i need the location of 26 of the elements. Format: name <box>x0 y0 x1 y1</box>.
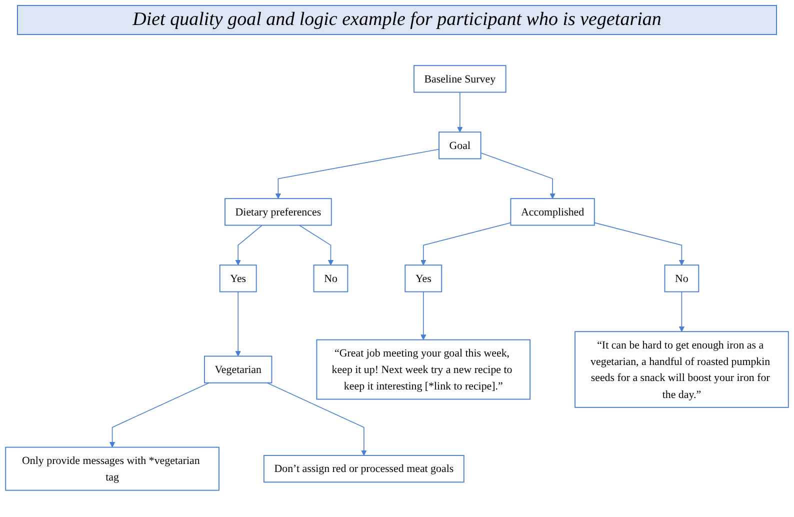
arrow <box>275 148 440 199</box>
arrow <box>420 222 512 266</box>
arrow <box>480 152 556 199</box>
arrow <box>678 291 685 332</box>
arrow <box>235 291 241 356</box>
node-box: “Great job meeting your goal this week, keep it up! Next week try a new recipe to keep it interesting [*link to recipe].” <box>316 339 531 400</box>
arrow <box>457 92 463 132</box>
node-box: Don’t assign red or processed meat goals <box>263 455 464 483</box>
node-box: Only provide messages with *vegetarian tag <box>5 446 220 491</box>
node-box: Accomplished <box>510 198 595 226</box>
node-box: No <box>664 264 700 292</box>
node-box: “It can be hard to get enough iron as a vegetarian, a handful of roasted pumpkin seeds for a snack will boost your iron for the day.” <box>574 331 789 408</box>
node-box: Goal <box>438 132 482 160</box>
diagram-title: Diet quality goal and logic example for participant who is vegetarian <box>17 5 777 35</box>
node-box: Yes <box>404 264 442 292</box>
arrow <box>109 382 210 448</box>
node-box: Dietary preferences <box>224 198 332 226</box>
arrow <box>420 291 426 340</box>
node-box: Vegetarian <box>204 356 272 384</box>
arrow <box>235 224 263 266</box>
arrow <box>298 224 334 266</box>
arrow <box>266 382 367 456</box>
arrow <box>594 222 685 266</box>
node-box: No <box>313 264 348 292</box>
node-box: Baseline Survey <box>414 65 506 93</box>
node-box: Yes <box>219 264 257 292</box>
